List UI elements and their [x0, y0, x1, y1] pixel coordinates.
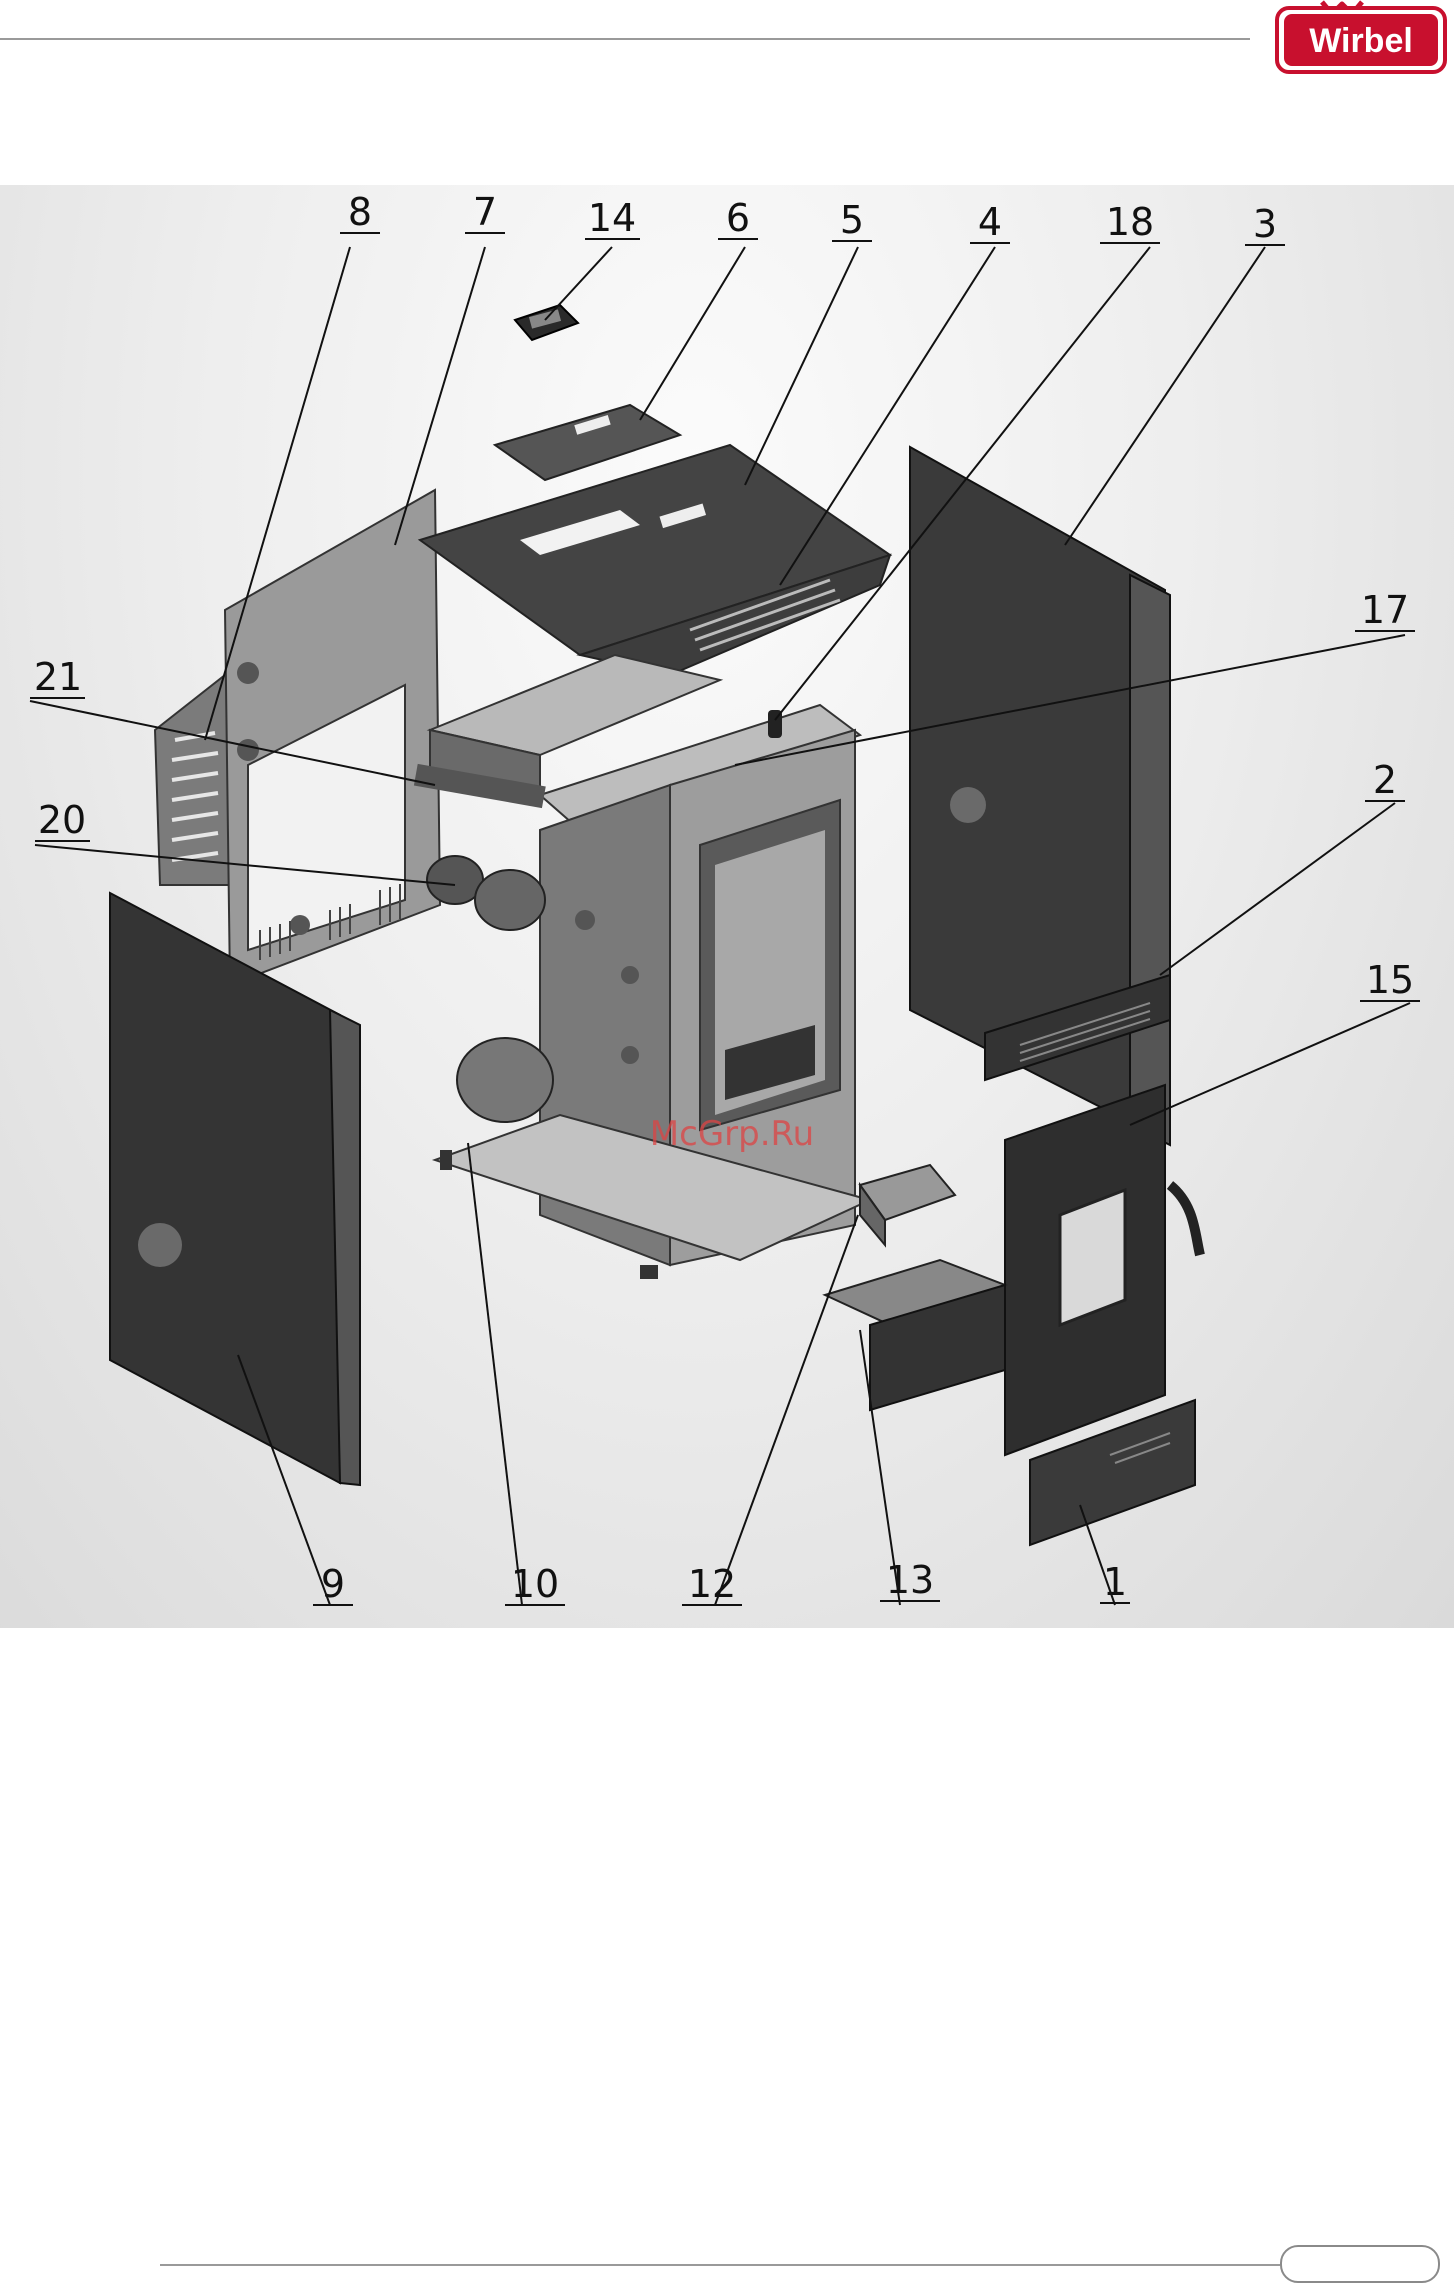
part-14-control-unit: [515, 305, 578, 340]
callout-5: 5: [840, 198, 864, 242]
part-13-ash-pan: [825, 1260, 1005, 1410]
brand-name: Wirbel: [1309, 22, 1413, 60]
callout-10: 10: [511, 1562, 559, 1606]
callout-21: 21: [34, 655, 82, 699]
callout-14: 14: [588, 196, 636, 240]
watermark: McGrp.Ru: [650, 1114, 814, 1154]
exploded-diagram: 8 7 14 6 5 4 18 3 17 21 20 2 15: [0, 185, 1454, 1628]
part-9-left-side-panel: [110, 893, 360, 1485]
callout-4: 4: [978, 200, 1002, 244]
header-rule: [0, 38, 1250, 40]
callout-20: 20: [38, 798, 86, 842]
callout-9: 9: [321, 1562, 345, 1606]
callout-3: 3: [1253, 202, 1277, 246]
footer-rule: [160, 2264, 1280, 2266]
part-5-top-cover: [420, 445, 890, 655]
callout-6: 6: [726, 196, 750, 240]
callout-1: 1: [1103, 1560, 1127, 1604]
part-12-ash-drawer: [860, 1165, 955, 1245]
callout-12: 12: [688, 1562, 736, 1606]
callout-7: 7: [473, 190, 497, 234]
callout-13: 13: [886, 1558, 934, 1602]
wirbel-logo: Wirbel: [1262, 0, 1452, 80]
callout-8: 8: [348, 190, 372, 234]
callout-17: 17: [1361, 588, 1409, 632]
part-20-exhaust-fan: [427, 856, 553, 1122]
callout-18: 18: [1106, 200, 1154, 244]
callout-15: 15: [1366, 958, 1414, 1002]
callout-2: 2: [1373, 758, 1397, 802]
page-number-box: [1280, 2245, 1440, 2283]
